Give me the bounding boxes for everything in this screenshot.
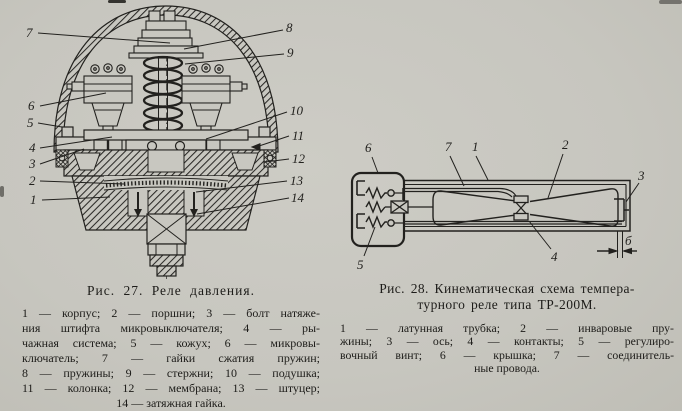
axis-pivot (614, 198, 629, 222)
fig28-callout-numbers: 6 7 1 2 3 5 4 б (357, 137, 645, 272)
scan-artifact (659, 0, 682, 4)
caption-line: ключатель; 7 — гайки сжатия пружин; (22, 351, 320, 365)
caption-line: жины; 3 — ось; 4 — контакты; 5 — регулир… (340, 334, 674, 349)
fig27-label-7: 7 (26, 25, 33, 40)
scan-artifact (0, 186, 4, 197)
adjusting-screw (385, 200, 433, 214)
gap-dimension (597, 231, 637, 258)
fig27-label-14: 14 (291, 190, 305, 205)
caption-line: 1 — латунная трубка; 2 — инваровые пру- (340, 321, 674, 335)
fig28-caption: Рис. 28. Кинематическая схема темпера- т… (334, 281, 680, 376)
microswitch-right (181, 63, 248, 150)
fig28-caption-body: 1 — латунная трубка; 2 — инваровые пру- … (340, 321, 674, 376)
fig27-label-9: 9 (287, 45, 294, 60)
dome-cover (53, 5, 279, 153)
fig28-label-7: 7 (445, 139, 452, 154)
lever-system (83, 129, 249, 153)
fig27-label-2: 2 (29, 173, 36, 188)
fig27-label-1: 1 (30, 192, 37, 207)
fig27-caption-body: 1 — корпус; 2 — поршни; 3 — болт натяже-… (22, 306, 320, 411)
fig27-caption-title: Рис. 27. Реле давления. (87, 283, 255, 298)
brass-tube (404, 179, 631, 232)
fig27-drawing: 7 6 5 4 3 2 1 8 9 10 11 12 13 14 (26, 5, 306, 281)
fig28-gap-label: б (625, 233, 632, 248)
fig27-label-11: 11 (292, 128, 304, 143)
fig27-label-4: 4 (29, 140, 36, 155)
caption-line: ные провода. (474, 361, 540, 376)
spring-compression-nuts (128, 10, 204, 59)
caption-line: 14 — затяжная гайка. (116, 396, 226, 410)
fig28-label-6: 6 (365, 140, 372, 155)
fig28-label-2: 2 (562, 137, 569, 152)
caption-line: вочный винт; 6 — крышка; 7 — соединитель… (340, 347, 674, 362)
caption-line: 1 — корпус; 2 — поршни; 3 — болт натяже- (22, 306, 320, 320)
fig27-label-5: 5 (27, 115, 34, 130)
caption-line: ния штифта микровыключателя; 4 — ры- (22, 321, 320, 335)
fig27-label-13: 13 (290, 173, 304, 188)
fig27-label-12: 12 (292, 151, 306, 166)
fig28-label-4: 4 (551, 249, 558, 264)
fig27-label-6: 6 (28, 98, 35, 113)
fig28-caption-title-line2: турного реле типа ТР-200М. (417, 297, 597, 312)
fig28-drawing: 6 7 1 2 3 5 4 б (350, 137, 645, 272)
fig27-label-10: 10 (290, 103, 304, 118)
caption-line: 11 — колонка; 12 — мембрана; 13 — штуцер… (22, 381, 320, 395)
fig28-leader-lines (363, 153, 640, 257)
fig27-label-8: 8 (286, 20, 293, 35)
invar-springs (432, 188, 619, 227)
fig27-leader-lines (37, 29, 290, 215)
main-spring (142, 55, 184, 133)
fig27-callout-numbers: 7 6 5 4 3 2 1 8 9 10 11 12 13 14 (26, 20, 306, 207)
microswitch-left (66, 63, 133, 150)
membrane (103, 176, 229, 191)
caption-line: чажная система; 5 — кожух; 6 — микровы- (22, 336, 320, 350)
caption-line: 8 — пружины; 9 — стержни; 10 — подушка; (22, 366, 320, 380)
bottom-fitting (146, 213, 187, 277)
fig28-label-1: 1 (472, 139, 479, 154)
fig27-caption: Рис. 27. Реле давления. 1 — корпус; 2 — … (6, 283, 336, 411)
fig28-caption-title-line1: Рис. 28. Кинематическая схема темпера- (379, 281, 635, 296)
fig28-label-3: 3 (637, 168, 645, 183)
fig28-label-5: 5 (357, 257, 364, 272)
connecting-wires (394, 187, 622, 225)
scan-artifact (108, 0, 126, 3)
fig27-label-3: 3 (28, 156, 36, 171)
contacts (513, 195, 529, 221)
upper-housing (55, 149, 277, 177)
